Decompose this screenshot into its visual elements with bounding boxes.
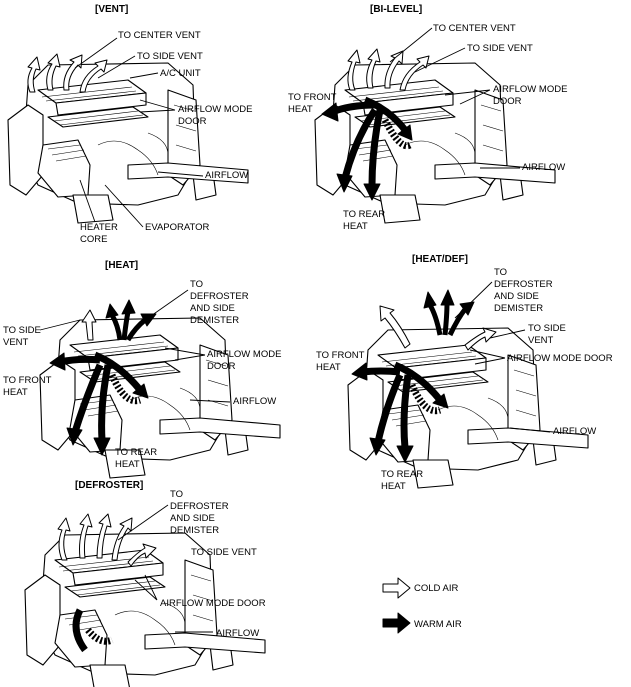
heat-airflow-label: AIRFLOW [233, 396, 276, 407]
bilevel-front-label-2: HEAT [288, 104, 313, 115]
heatdef-def-label-3: AND SIDE [494, 291, 539, 302]
warm-air-arrow-icon [382, 612, 411, 634]
heat-front-label-1: TO FRONT [3, 375, 52, 386]
defroster-def-label-2: DEFROSTER [170, 501, 229, 512]
heatdef-leaders [454, 281, 551, 433]
heat-cold-arrows [81, 309, 97, 341]
heatdef-def-label-2: DEFROSTER [494, 279, 553, 290]
heatdef-warm-arrows [351, 289, 475, 463]
heatdef-rear-label-1: TO REAR [381, 469, 423, 480]
vent-heater-label-2: CORE [80, 234, 107, 245]
defroster-def-label-3: AND SIDE [170, 513, 215, 524]
bilevel-front-label-1: TO FRONT [288, 92, 337, 103]
heat-warm-arrows [49, 299, 157, 456]
panel-vent: [VENT] TO CENTER VENT TO SIDE VENT A/C U… [7, 4, 252, 245]
legend-warm-air: WARM AIR [382, 612, 462, 634]
cold-air-arrow-icon [382, 577, 411, 599]
heatdef-front-label-1: TO FRONT [316, 350, 365, 361]
panel-heatdef: [HEAT/DEF] [316, 254, 613, 492]
heatdef-title: [HEAT/DEF] [412, 254, 468, 265]
vent-title: [VENT] [95, 4, 128, 15]
vent-side-vent-label: TO SIDE VENT [137, 51, 203, 62]
vent-leaders [74, 37, 204, 228]
legend: COLD AIR WARM AIR [382, 577, 462, 634]
heat-def-label-3: AND SIDE [190, 303, 235, 314]
legend-cold-air-label: COLD AIR [414, 583, 458, 594]
heat-rear-label-1: TO REAR [115, 447, 157, 458]
defroster-def-label-4: DEMISTER [170, 525, 219, 536]
bilevel-title: [BI-LEVEL] [370, 4, 422, 15]
heatdef-rear-label-2: HEAT [381, 481, 406, 492]
defroster-airflow-label: AIRFLOW [216, 628, 259, 639]
bilevel-center-vent-label: TO CENTER VENT [433, 23, 516, 34]
defroster-door-label: AIRFLOW MODE DOOR [160, 598, 266, 609]
heatdef-def-label-4: DEMISTER [494, 303, 543, 314]
heat-side-label-2: VENT [3, 337, 29, 348]
bilevel-door-label-1: AIRFLOW MODE [493, 84, 567, 95]
defroster-def-label-1: TO [170, 489, 183, 500]
defroster-warm-arrows [72, 608, 114, 653]
vent-door-label-2: DOOR [178, 116, 207, 127]
heat-side-label-1: TO SIDE [3, 325, 41, 336]
defroster-title: [DEFROSTER] [75, 480, 143, 491]
bilevel-cold-arrows [347, 48, 430, 91]
defroster-side-vent-label: TO SIDE VENT [191, 547, 257, 558]
vent-ac-unit-label: A/C UNIT [160, 68, 201, 79]
heat-def-label-4: DEMISTER [190, 315, 239, 326]
vent-cold-arrows [27, 53, 108, 93]
bilevel-rear-label-2: HEAT [343, 221, 368, 232]
bilevel-door-label-2: DOOR [493, 96, 522, 107]
bilevel-airflow-label: AIRFLOW [522, 162, 565, 173]
bilevel-side-vent-label: TO SIDE VENT [467, 43, 533, 54]
heat-front-label-2: HEAT [3, 387, 28, 398]
heatdef-front-label-2: HEAT [316, 362, 341, 373]
heatdef-airflow-label: AIRFLOW [553, 426, 596, 437]
heat-rear-label-2: HEAT [115, 459, 140, 470]
legend-warm-air-label: WARM AIR [414, 619, 462, 630]
vent-unit-drawing [7, 62, 249, 224]
defroster-leaders [117, 504, 213, 633]
vent-evaporator-label: EVAPORATOR [145, 222, 210, 233]
heatdef-side-label-2: VENT [528, 335, 554, 346]
panel-heat: [HEAT] TO [3, 260, 281, 479]
heatdef-side-label-1: TO SIDE [528, 323, 566, 334]
vent-airflow-label: AIRFLOW [205, 170, 248, 181]
heat-door-label-2: DOOR [207, 361, 236, 372]
defroster-cold-arrows [57, 513, 157, 567]
heatdef-door-label: AIRFLOW MODE DOOR [507, 353, 613, 364]
heat-door-label-1: AIRFLOW MODE [207, 349, 281, 360]
vent-center-vent-label: TO CENTER VENT [118, 30, 201, 41]
legend-cold-air: COLD AIR [382, 577, 458, 599]
heat-def-label-2: DEFROSTER [190, 291, 249, 302]
heatdef-def-label-1: TO [494, 267, 507, 278]
bilevel-leaders [389, 27, 520, 169]
vent-door-label-1: AIRFLOW MODE [178, 104, 252, 115]
bilevel-warm-arrows [321, 96, 413, 201]
panel-bilevel: [BI-LEVEL] TO CENTER VENT [288, 4, 567, 232]
heat-def-label-1: TO [190, 279, 203, 290]
heatdef-cold-arrows [379, 305, 497, 351]
vent-heater-label-1: HEATER [80, 222, 118, 233]
bilevel-rear-label-1: TO REAR [343, 209, 385, 220]
heat-leaders [39, 289, 231, 403]
panel-defroster: [DEFROSTER] TO DEFROSTER AND SIDE DEMIST… [24, 480, 266, 687]
heat-title: [HEAT] [105, 260, 138, 271]
